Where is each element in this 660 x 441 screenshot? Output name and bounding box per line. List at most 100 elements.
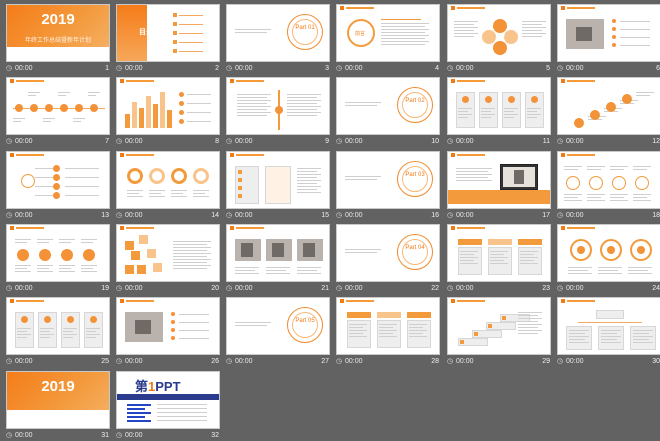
cycle-segment — [504, 30, 518, 44]
text-line — [587, 197, 601, 198]
slide-thumbnail[interactable] — [116, 224, 220, 282]
slide-thumbnail[interactable]: Part 04 — [336, 224, 440, 282]
bar-mark — [153, 104, 158, 128]
slide-thumbnail[interactable] — [116, 151, 220, 209]
text-line — [454, 30, 474, 31]
slide-thumbnail[interactable] — [557, 297, 660, 355]
slide-thumbnail[interactable] — [226, 77, 330, 135]
slide-thumbnail[interactable]: Part 03 — [336, 151, 440, 209]
slide-thumbnail[interactable] — [557, 4, 660, 62]
slide-thumbnail[interactable] — [557, 77, 660, 135]
text-line — [490, 251, 508, 252]
card-icon — [531, 96, 538, 103]
list-line — [620, 21, 650, 22]
slide-thumbnail[interactable] — [336, 297, 440, 355]
slide-thumbnail[interactable] — [557, 224, 660, 282]
slide-thumbnail[interactable] — [226, 151, 330, 209]
header-marker — [451, 79, 455, 83]
slide-thumbnail[interactable] — [116, 77, 220, 135]
slide-thumbnail[interactable] — [6, 151, 110, 209]
slide-thumbnail[interactable]: 前言 — [336, 4, 440, 62]
slide-thumbnail[interactable] — [6, 297, 110, 355]
slide-timing: 00:00 — [15, 212, 33, 219]
slide-thumbnail[interactable] — [447, 224, 551, 282]
text-line — [527, 108, 541, 109]
pie-ring — [193, 168, 209, 184]
slide-thumbnail[interactable]: 2019谢谢观看 欢迎下载 — [6, 371, 110, 429]
text-line — [409, 333, 423, 334]
slide-thumbnail[interactable] — [6, 77, 110, 135]
slide-thumbnail[interactable] — [557, 151, 660, 209]
text-line — [173, 256, 207, 257]
slide-thumbnail[interactable]: Part 05 — [226, 297, 330, 355]
slide-thumbnail[interactable]: 第1PPT — [116, 371, 220, 429]
header-title-line — [346, 7, 374, 9]
contents-item-line — [179, 24, 203, 25]
slide-number: 29 — [542, 358, 550, 365]
header-marker — [561, 6, 565, 10]
header-marker — [120, 226, 124, 230]
cycle-segment — [493, 41, 507, 55]
header-marker — [230, 226, 234, 230]
slide-number: 6 — [656, 65, 660, 72]
slide-thumbnail[interactable]: Part 01 — [226, 4, 330, 62]
header-marker — [10, 153, 14, 157]
slide-thumbnail[interactable] — [447, 297, 551, 355]
text-line — [86, 334, 100, 335]
clock-icon: ◷ — [557, 212, 564, 219]
slide-thumbnail[interactable] — [116, 297, 220, 355]
slide-thumbnail[interactable] — [447, 151, 551, 209]
slide-thumbnail[interactable] — [226, 224, 330, 282]
bar-mark — [125, 114, 130, 128]
photo-detail — [135, 320, 151, 334]
photo-detail — [576, 27, 592, 41]
clock-icon: ◷ — [557, 285, 564, 292]
slide-header — [448, 152, 550, 158]
slide-thumbnail[interactable]: Part 02 — [336, 77, 440, 135]
slide-thumbnail[interactable] — [6, 224, 110, 282]
slide-thumbnail[interactable]: 目录 — [116, 4, 220, 62]
text-line — [81, 265, 97, 266]
tab-header — [377, 312, 401, 318]
slide-thumbnail[interactable] — [447, 77, 551, 135]
text-line — [193, 193, 205, 194]
slide-thumbnail[interactable]: 工作 — [447, 4, 551, 62]
